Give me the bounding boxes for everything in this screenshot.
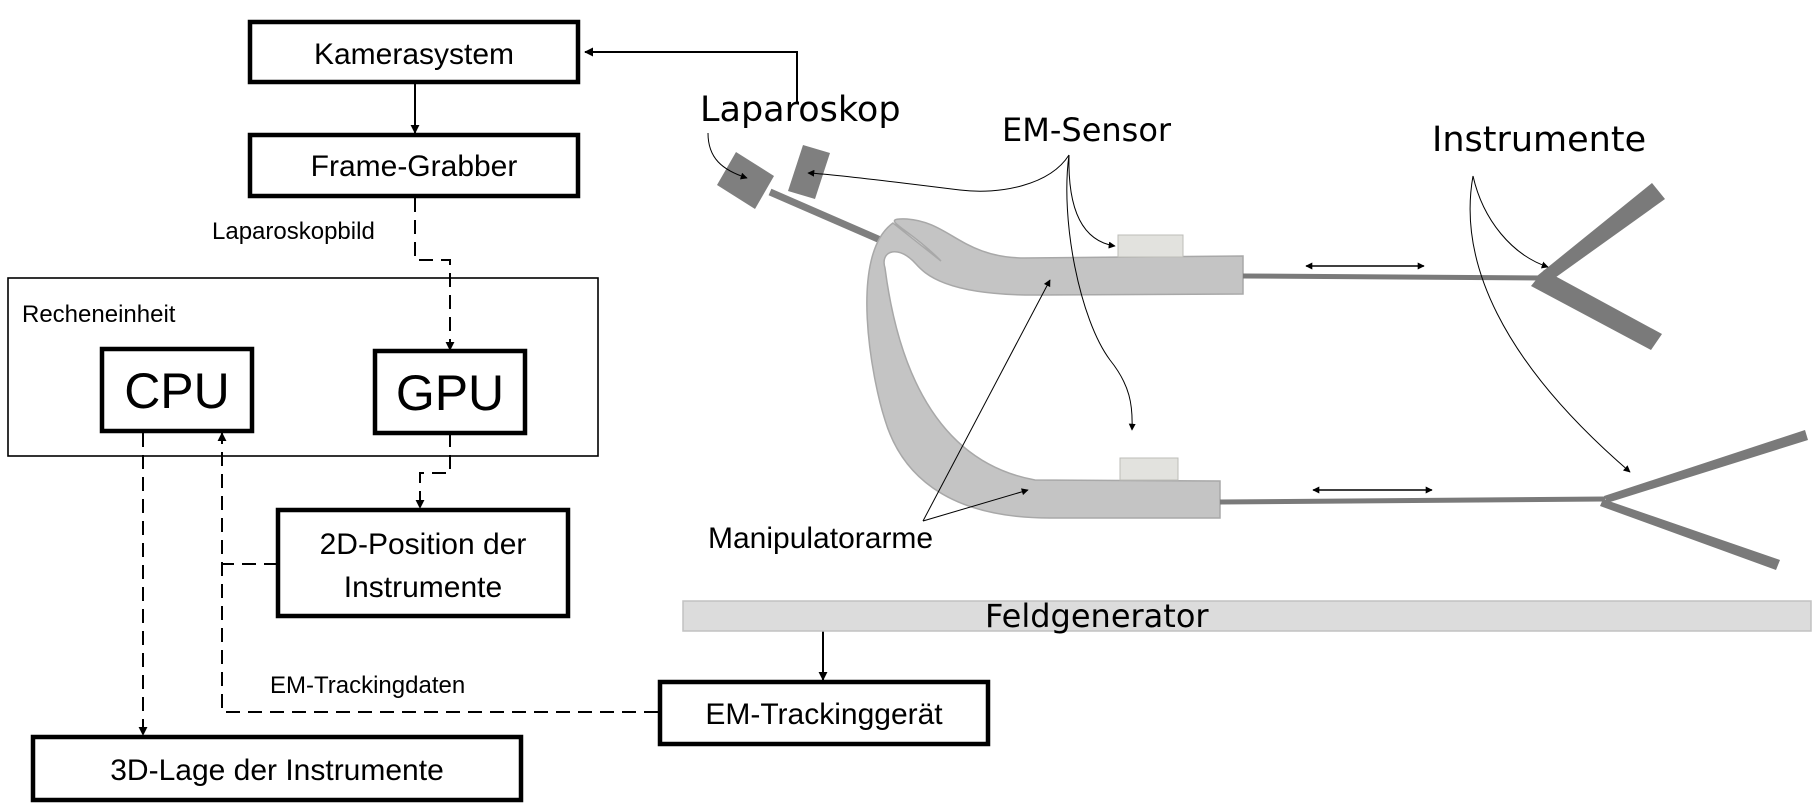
node-frame-grabber-label: Frame-Grabber (311, 150, 518, 183)
node-frame-grabber: Frame-Grabber (247, 132, 581, 199)
node-3d-lage: 3D-Lage der Instrumente (30, 734, 524, 803)
instrument-lower (1219, 430, 1808, 570)
node-kamerasystem-label: Kamerasystem (314, 38, 514, 71)
label-laparoskop: Laparoskop (700, 90, 901, 130)
node-em-trackinggeraet: EM-Trackinggerät (657, 679, 991, 747)
instrument-upper (1242, 183, 1665, 350)
manipulator-arms (866, 218, 1244, 519)
node-em-trackinggeraet-label: EM-Trackinggerät (705, 698, 943, 731)
node-kamerasystem: Kamerasystem (247, 19, 581, 85)
label-instrumente: Instrumente (1432, 120, 1646, 160)
label-manipulatorarme: Manipulatorarme (708, 522, 933, 555)
node-2d-position-line2: Instrumente (344, 571, 502, 604)
node-cpu-label: CPU (124, 363, 230, 419)
label-feldgenerator: Feldgenerator (985, 597, 1209, 635)
node-cpu: CPU (99, 346, 255, 434)
em-sensor-upper (1117, 234, 1184, 258)
node-2d-position: 2D-Position der Instrumente (275, 507, 571, 619)
node-gpu: GPU (372, 348, 528, 436)
label-em-sensor: EM-Sensor (1002, 111, 1172, 149)
em-sensor-lower (1119, 457, 1179, 481)
node-2d-position-line1: 2D-Position der (320, 528, 527, 561)
callout-lines (707, 132, 1631, 522)
edge-laparoskop-kamerasystem (584, 47, 798, 103)
feldgenerator-bar (682, 600, 1812, 632)
edge-gpu-2dposition (415, 433, 451, 509)
node-3d-lage-label: 3D-Lage der Instrumente (110, 754, 444, 787)
label-em-trackingdaten: EM-Trackingdaten (270, 672, 465, 699)
label-laparoskopbild: Laparoskopbild (212, 218, 375, 245)
edge-emtracking-cpu (221, 564, 658, 713)
edge-framegrabber-gpu (414, 198, 455, 351)
node-gpu-label: GPU (396, 365, 504, 421)
recheneinheit-label: Recheneinheit (22, 301, 176, 328)
